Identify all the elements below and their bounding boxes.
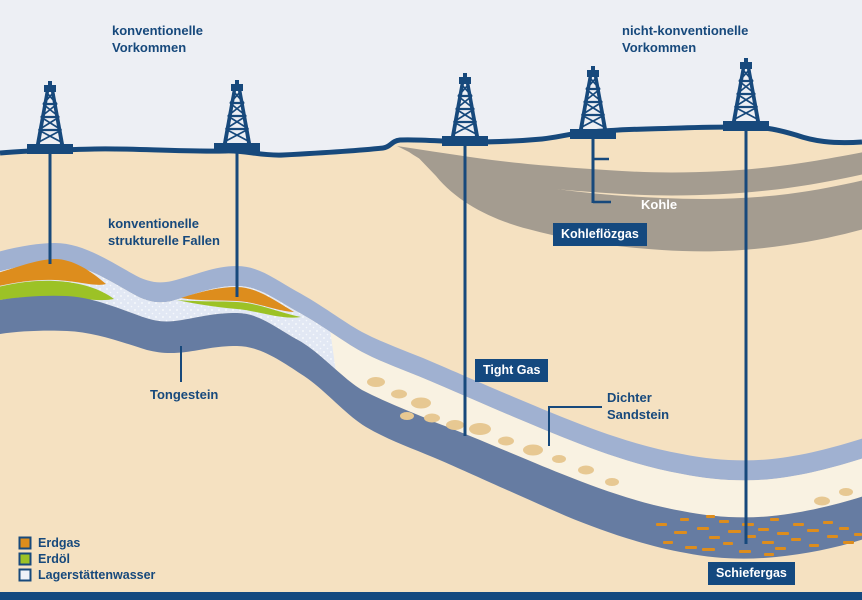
tag-tight-gas: Tight Gas [475,359,549,382]
label-structural-traps: konventionelle strukturelle Fallen [108,216,220,248]
tag-kohlefloezgas: Kohleflözgas [553,223,647,246]
legend-item-erdgas: Erdgas [18,536,155,550]
legend-label: Lagerstättenwasser [38,568,156,582]
label-dichter-sandstein: Dichter Sandstein [607,390,670,422]
coal-seam-lower [412,151,862,252]
cap-rock-layer [0,243,862,481]
lagerstaettenwasser-swatch-icon [18,568,32,582]
reservoir-water-layer [0,263,344,423]
gas-cap-anticline-2 [181,287,294,312]
pointer-lines [180,346,602,446]
oil-layer-anticline-1 [0,280,114,301]
gas-pockets [367,377,853,506]
shale-gas-dashes [656,515,862,556]
tongestein-shale-layer [0,295,862,559]
legend-label: Erdgas [38,536,81,550]
dichter-sandstein-pointer [548,406,602,446]
gas-cap-anticline-1 [0,259,106,287]
label-kohle: Kohle [641,197,678,212]
title-conventional: konventionelle Vorkommen [112,23,204,55]
tag-schiefergas: Schiefergas [708,562,795,585]
tight-sandstone-layer [0,263,862,518]
title-non-conventional: nicht-konventionelle Vorkommen [622,23,749,55]
legend-item-lagerstaettenwasser: Lagerstättenwasser [18,568,155,582]
legend-item-erdoel: Erdöl [18,552,155,566]
erdoel-swatch-icon [18,552,32,566]
label-tongestein: Tongestein [150,387,219,402]
oil-layer-anticline-2 [177,300,301,318]
erdgas-swatch-icon [18,536,32,550]
legend-label: Erdöl [38,552,70,566]
bottom-bar [0,592,862,600]
legend: Erdgas Erdöl Lagerstättenwasser [18,536,155,584]
well-bores [48,128,748,544]
